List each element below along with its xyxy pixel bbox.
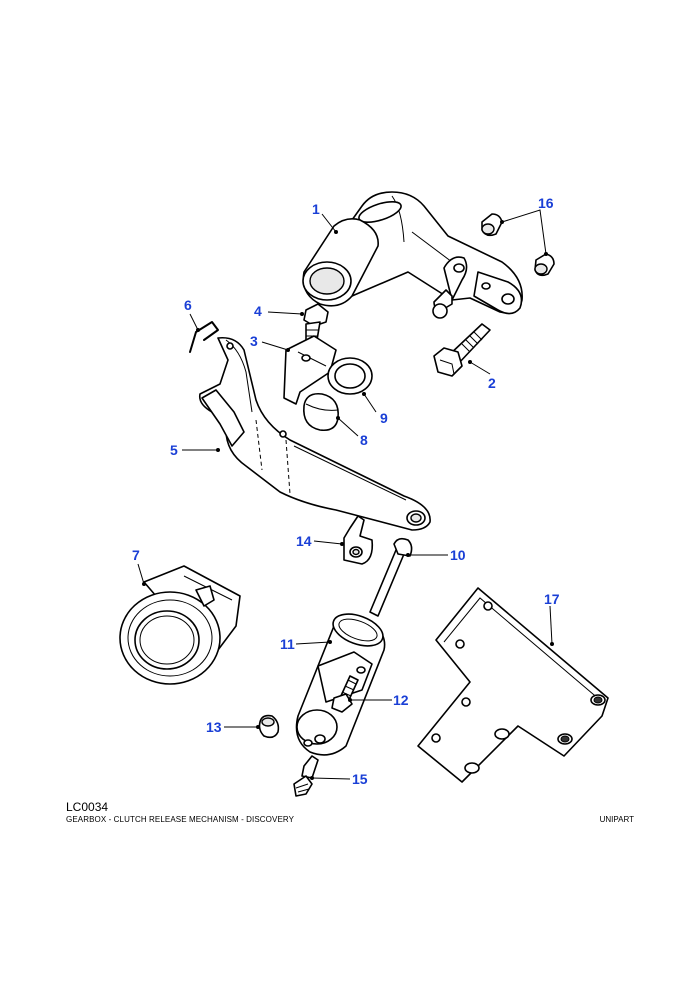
- leader-lines: [137, 209, 554, 780]
- part-14-bracket: [343, 515, 374, 565]
- callout-5: 5: [170, 442, 178, 458]
- callout-13: 13: [206, 719, 222, 735]
- part-15-fitting: [293, 755, 319, 797]
- part-2-bolt: [433, 323, 491, 377]
- callout-7: 7: [132, 547, 140, 563]
- callout-2: 2: [488, 375, 496, 391]
- part-3-bracket: [283, 335, 337, 405]
- callout-17: 17: [544, 591, 560, 607]
- callout-16: 16: [538, 195, 554, 211]
- callout-6: 6: [184, 297, 192, 313]
- callout-11: 11: [280, 636, 295, 652]
- callout-3: 3: [250, 333, 258, 349]
- part-5-release-lever: [198, 336, 431, 531]
- part-12-bleed-screw: [331, 675, 359, 713]
- part-6-spring-clip: [189, 321, 219, 353]
- part-11-slave-cylinder: [295, 613, 386, 756]
- part-16-bushes: [481, 213, 555, 277]
- part-17-plate: [417, 587, 609, 783]
- callout-14: 14: [296, 533, 312, 549]
- part-10-push-rod: [369, 537, 413, 617]
- part-1-pivot-housing: [302, 191, 523, 319]
- callout-4: 4: [254, 303, 262, 319]
- callout-10: 10: [450, 547, 466, 563]
- diagram-code: LC0034: [66, 800, 109, 814]
- callout-9: 9: [380, 410, 388, 426]
- part-8-pivot-bush: [303, 392, 339, 432]
- callout-1: 1: [312, 201, 320, 217]
- callout-12: 12: [393, 692, 409, 708]
- part-7-release-bearing: [119, 565, 241, 685]
- diagram-description: GEARBOX - CLUTCH RELEASE MECHANISM - DIS…: [66, 815, 295, 824]
- callout-8: 8: [360, 432, 368, 448]
- part-9-ring: [327, 357, 373, 395]
- part-13-cap: [258, 714, 280, 739]
- callout-labels: 1 2 3 4 5 6 7 8 9 10 11 12 13 14 15 16 1…: [132, 195, 560, 787]
- brand-label: UNIPART: [599, 815, 634, 824]
- callout-15: 15: [352, 771, 368, 787]
